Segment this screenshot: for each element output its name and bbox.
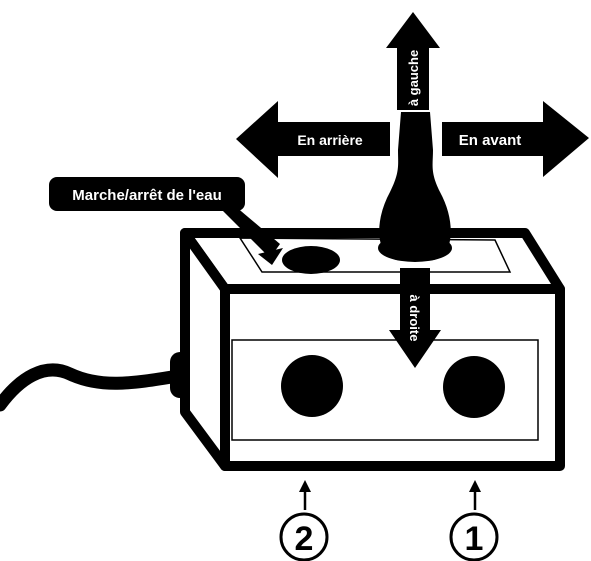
port-1-marker bbox=[449, 512, 499, 561]
port-1-pointer-head bbox=[469, 480, 481, 492]
joystick-handle bbox=[379, 112, 451, 252]
arrow-left-direction bbox=[386, 12, 440, 110]
water-toggle-pointer bbox=[218, 206, 280, 258]
port-2-number: 2 bbox=[295, 520, 314, 558]
water-toggle-callout bbox=[49, 177, 245, 211]
arrow-back-label: En arrière bbox=[297, 132, 363, 148]
arrow-forward-label: En avant bbox=[459, 132, 522, 149]
port-1-number: 1 bbox=[465, 520, 484, 558]
arrow-right-direction bbox=[389, 268, 441, 368]
box-front bbox=[220, 284, 565, 471]
box-top bbox=[180, 228, 565, 294]
power-cable bbox=[0, 363, 185, 412]
port-1-button bbox=[443, 356, 505, 418]
water-toggle-button bbox=[282, 246, 340, 274]
arrow-forward-direction bbox=[442, 101, 589, 177]
port-2-pointer-head bbox=[299, 480, 311, 492]
port-2-button bbox=[281, 355, 343, 417]
port-2-marker bbox=[279, 512, 329, 561]
arrow-left-label: à gauche bbox=[406, 50, 421, 106]
water-toggle-pointer-tip bbox=[258, 248, 283, 265]
arrow-right-label: à droite bbox=[407, 295, 422, 342]
box-front-panel bbox=[231, 339, 539, 441]
water-toggle-label: Marche/arrêt de l'eau bbox=[72, 187, 221, 204]
arrow-back-direction bbox=[236, 101, 390, 178]
